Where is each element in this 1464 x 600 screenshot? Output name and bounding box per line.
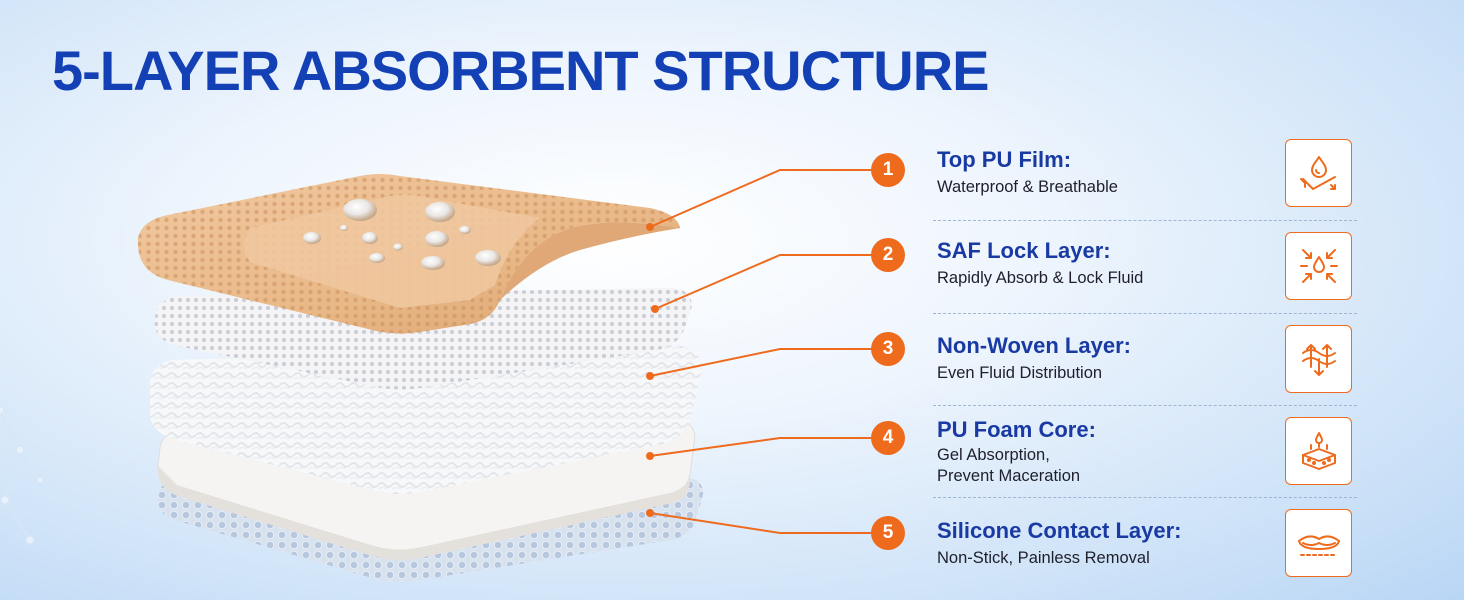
- divider: [933, 313, 1357, 314]
- divider: [933, 405, 1357, 406]
- layer-2-desc: Rapidly Absorb & Lock Fluid: [937, 269, 1144, 287]
- layer-2-name: SAF Lock Layer:: [937, 238, 1111, 263]
- layer-1-desc: Waterproof & Breathable: [937, 178, 1118, 196]
- layer-2-badge: 2: [871, 238, 905, 272]
- layer-5-desc: Non-Stick, Painless Removal: [937, 549, 1150, 567]
- layer-1-badge: 1: [871, 153, 905, 187]
- layer-3-name: Non-Woven Layer:: [937, 333, 1131, 358]
- layer-4-info: PU Foam Core: Gel Absorption, Prevent Ma…: [937, 417, 1277, 487]
- layer-2-info: SAF Lock Layer: Rapidly Absorb & Lock Fl…: [937, 238, 1277, 289]
- fluid-distribution-icon: [1285, 325, 1352, 393]
- layer-3-badge: 3: [871, 332, 905, 366]
- layer-1-name: Top PU Film:: [937, 147, 1072, 172]
- page-title: 5-LAYER ABSORBENT STRUCTURE: [52, 39, 989, 102]
- layer-5-info: Silicone Contact Layer: Non-Stick, Painl…: [937, 518, 1277, 569]
- layer-3-info: Non-Woven Layer: Even Fluid Distribution: [937, 333, 1277, 384]
- layer-4-name: PU Foam Core:: [937, 417, 1096, 442]
- silicone-contact-icon: [1285, 509, 1352, 577]
- molecule-decoration: [0, 405, 44, 545]
- layer-1-info: Top PU Film: Waterproof & Breathable: [937, 147, 1277, 198]
- layer-4-desc-2: Prevent Maceration: [937, 467, 1081, 485]
- layer-3-desc: Even Fluid Distribution: [937, 364, 1103, 382]
- layer-5-badge: 5: [871, 516, 905, 550]
- divider: [933, 497, 1357, 498]
- layer-4-badge: 4: [871, 421, 905, 455]
- divider: [933, 220, 1357, 221]
- layer-4-desc: Gel Absorption,: [937, 446, 1050, 464]
- foam-sponge-icon: [1285, 417, 1352, 485]
- water-drop-breathable-icon: [1285, 139, 1352, 207]
- layer-5-name: Silicone Contact Layer:: [937, 518, 1182, 543]
- absorb-lock-icon: [1285, 232, 1352, 300]
